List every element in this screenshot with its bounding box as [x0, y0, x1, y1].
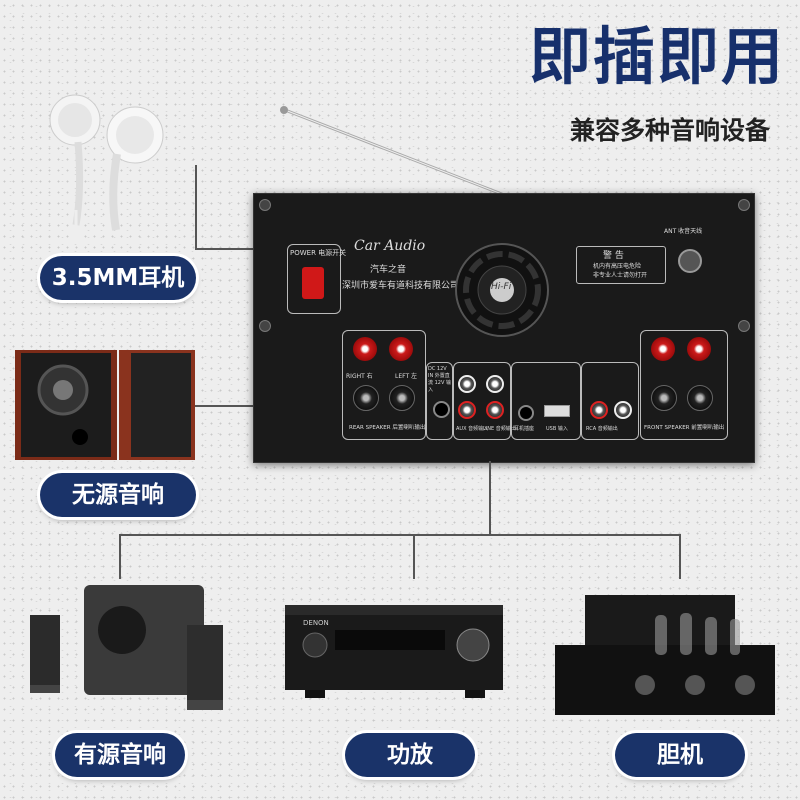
aux-line-box: AUX 音频输入 LINE 音频输出	[453, 362, 516, 440]
warning-line2: 非专业人士请勿打开	[593, 272, 648, 279]
usb-label: USB 输入	[546, 426, 568, 432]
connector-line-tube	[679, 534, 681, 579]
connector-line-amp	[413, 534, 415, 579]
aux-label: AUX 音频输入	[456, 426, 489, 432]
speaker-post-right[interactable]	[353, 337, 377, 361]
warning-line1: 机内有高压电危险	[593, 263, 642, 270]
dc-jack[interactable]	[433, 401, 450, 418]
power-switch-box: POWER 电源开关	[287, 244, 346, 314]
aux-right-jack[interactable]	[458, 401, 476, 419]
line-label: LINE 音频输出	[483, 426, 516, 432]
av-receiver-image: DENON	[285, 605, 503, 698]
usb-box: 耳机插座 USB 输入	[511, 362, 581, 440]
front-post-left-neg[interactable]	[687, 385, 713, 411]
label-earphones: 3.5MM耳机	[40, 256, 196, 300]
front-post-left[interactable]	[687, 337, 711, 361]
connector-line-earphones-h	[195, 248, 255, 250]
speaker-post-right-neg[interactable]	[353, 385, 379, 411]
antenna-label: ANT 收音天线	[664, 228, 703, 235]
label-active-speakers: 有源音响	[55, 733, 185, 777]
power-switch[interactable]	[302, 267, 324, 299]
company-label: 深圳市爱车有道科技有限公司	[342, 281, 460, 291]
line-left-jack[interactable]	[486, 375, 504, 393]
front-post-right-neg[interactable]	[651, 385, 677, 411]
rear-speaker-box: RIGHT 右 LEFT 左 REAR SPEAKER 后置喇叭输出	[342, 330, 426, 440]
label-passive-speakers: 无源音响	[40, 473, 196, 517]
connector-line-active	[119, 534, 121, 579]
brand-cn-label: 汽车之音	[370, 265, 407, 275]
earphone-jack-label: 耳机插座	[514, 426, 535, 432]
rear-left-label: LEFT 左	[395, 373, 418, 380]
screw-icon	[259, 320, 271, 332]
label-tube-amp: 胆机	[615, 733, 745, 777]
screw-icon	[738, 199, 750, 211]
connector-line-speakers	[195, 405, 255, 407]
rca-out-box: RCA 音频输出	[581, 362, 639, 440]
rca-right-out-jack[interactable]	[590, 401, 608, 419]
dc-input-label: DC 12V IN 外置直流 12V 输入	[428, 366, 451, 393]
page-title: 即插即用	[528, 20, 785, 93]
power-label: POWER 电源开关	[290, 249, 347, 257]
tube-amp-image	[555, 595, 775, 715]
line-right-jack[interactable]	[486, 401, 504, 419]
fan-label: Hi-Fi	[491, 282, 512, 292]
rca-out-label: RCA 音频输出	[586, 426, 618, 432]
front-speaker-box: FRONT SPEAKER 前置喇叭输出	[640, 330, 728, 440]
usb-port[interactable]	[544, 405, 570, 417]
passive-speakers-image	[15, 350, 195, 460]
dc-input-box: DC 12V IN 外置直流 12V 输入	[426, 362, 453, 440]
earphones-image	[49, 94, 164, 240]
label-amplifier: 功放	[345, 733, 475, 777]
amplifier-board-panel: POWER 电源开关 Car Audio 汽车之音 深圳市爱车有道科技有限公司 …	[253, 193, 755, 463]
connector-line-bus	[119, 534, 681, 536]
rear-speaker-label: REAR SPEAKER 后置喇叭输出	[349, 425, 426, 431]
cooling-fan-icon	[455, 243, 549, 337]
page-subtitle: 兼容多种音响设备	[569, 116, 770, 145]
rear-right-label: RIGHT 右	[346, 373, 373, 380]
speaker-post-left-neg[interactable]	[389, 385, 415, 411]
warning-box: 警 告 机内有高压电危险 非专业人士请勿打开	[576, 246, 666, 284]
screw-icon	[259, 199, 271, 211]
antenna-jack[interactable]	[678, 249, 702, 273]
speaker-post-left[interactable]	[389, 337, 413, 361]
aux-left-jack[interactable]	[458, 375, 476, 393]
front-post-right[interactable]	[651, 337, 675, 361]
warning-title: 警 告	[603, 251, 624, 261]
connector-line-trunk	[489, 461, 491, 535]
connector-line-earphones	[195, 165, 197, 250]
rca-left-out-jack[interactable]	[614, 401, 632, 419]
active-speakers-image	[30, 585, 223, 710]
screw-icon	[738, 320, 750, 332]
brand-label: Car Audio	[354, 238, 426, 254]
denon-logo: DENON	[303, 619, 329, 627]
earphone-jack[interactable]	[518, 405, 534, 421]
front-speaker-label: FRONT SPEAKER 前置喇叭输出	[644, 425, 725, 431]
